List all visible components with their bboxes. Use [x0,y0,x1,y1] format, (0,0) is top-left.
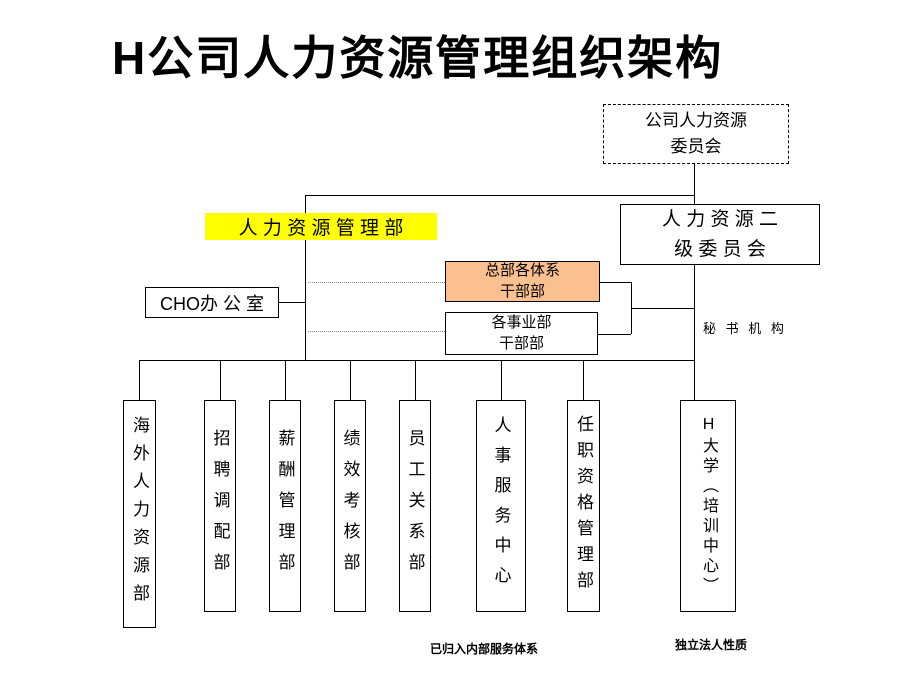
page-title: H公司人力资源管理组织架构 [112,32,724,84]
dept-compensation: 薪酬管理部 [269,400,301,612]
connector-distribution-bar [139,360,695,361]
connector-bracket-to-committee [631,308,694,309]
connector-committee-down [694,164,695,196]
dept-qualification-management: 任职资格管理部 [567,400,600,612]
dept-recruitment: 招聘调配部 [204,400,236,612]
dept-performance: 绩效考核部 [334,400,366,612]
connector-cho-office [279,302,306,303]
dept-h-university: H大学（培训中心） [680,400,736,612]
node-cho-office: CHO办 公 室 [145,287,279,318]
connector-second-committee-top [694,195,695,205]
node-bu-cadre-dept: 各事业部 干部部 [445,312,598,355]
connector-drop-service-center [501,360,502,400]
connector-drop-employee-relations [415,360,416,400]
dept-overseas-hr: 海外人力资源部 [123,400,156,628]
connector-drop-performance [350,360,351,400]
connector-bu-cadre-right [598,334,631,335]
dept-hr-service-center: 人事服务中心 [476,400,526,612]
connector-hrdept-vertical [305,195,306,360]
connector-drop-compensation [285,360,286,400]
connector-hq-cadre-right [600,282,631,283]
footnote-legal-entity: 独立法人性质 [675,638,748,652]
node-hr-committee: 公司人力资源 委员会 [603,104,789,164]
node-hr-second-committee: 人 力 资 源 二 级 委 员 会 [620,204,820,265]
connector-drop-qualification [583,360,584,400]
connector-drop-overseas [139,360,140,400]
connector-top-horizontal [305,195,695,196]
connector-second-committee-bottom [694,265,695,400]
footnote-service-system: 已归入内部服务体系 [430,642,539,656]
node-hr-management-dept: 人 力 资 源 管 理 部 [205,213,437,240]
label-secretary-organ: 秘 书 机 构 [703,321,787,336]
dept-employee-relations: 员工关系部 [399,400,431,612]
connector-dotted-bu-cadre [308,331,445,332]
connector-drop-recruitment [220,360,221,400]
connector-dotted-hq-cadre [308,282,445,283]
node-hq-cadre-dept: 总部各体系 干部部 [445,261,600,302]
